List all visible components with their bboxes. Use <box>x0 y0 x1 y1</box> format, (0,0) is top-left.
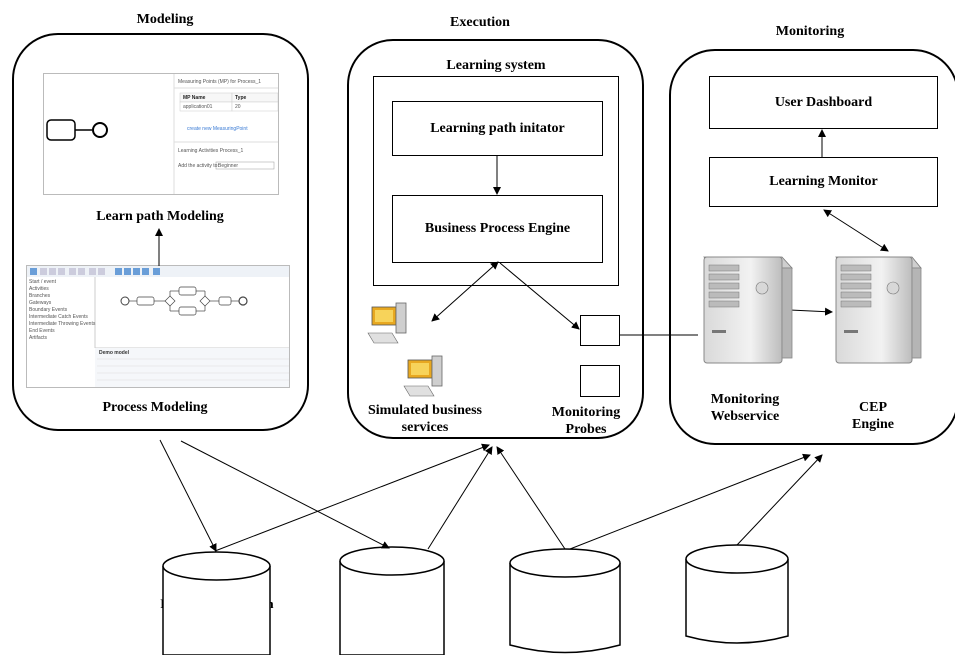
palette-list: Start / event Activities Branches Gatewa… <box>29 279 96 342</box>
monitoring-probe-1 <box>580 315 620 346</box>
palette-item[interactable]: Activities <box>29 286 49 292</box>
palette-item[interactable]: Gateways <box>29 300 52 306</box>
arrow-data-warehouse-to-monitoring <box>736 454 823 546</box>
section-title-monitoring: Monitoring <box>775 24 845 39</box>
palette-item[interactable]: Intermediate Throwing Events <box>29 321 96 327</box>
arrow-modeling-to-process-models <box>159 439 217 552</box>
user-dashboard: User Dashboard <box>709 76 938 129</box>
bpmn-snippet <box>46 74 278 194</box>
palette-item[interactable]: Start / event <box>29 279 56 285</box>
learn-path-modeling-label: Learn path Modeling <box>96 209 224 224</box>
section-title-modeling: Modeling <box>136 12 194 27</box>
db-data-warehouse-label: Data Warehouse <box>690 590 782 605</box>
learning-system-title: Learning system <box>446 58 546 73</box>
add-activity-label: Add the activity to: <box>178 163 219 169</box>
arrow-process-models-to-execution <box>214 443 490 552</box>
process-modeling-screenshot: Demo model Start / event Activities Bran… <box>26 265 290 388</box>
palette-item[interactable]: Artifacts <box>29 335 48 341</box>
mp-panel-title: Measuring Points (MP) for Process_1 <box>178 79 262 85</box>
create-measuring-point-link[interactable]: create new MeasuringPoint <box>187 126 248 132</box>
db-user-profiles-label: User Profiles <box>529 597 601 612</box>
business-process-engine: Business Process Engine <box>392 195 603 263</box>
simulated-services-label: Simulated business services <box>368 403 482 435</box>
props-title: Demo model <box>99 350 130 356</box>
palette-item[interactable]: Boundary Events <box>29 307 68 313</box>
db-process-models-label: Process Models with monitor <box>160 596 274 627</box>
monitoring-probes-label: Monitoring Probes <box>551 405 621 437</box>
palette-item[interactable]: Branches <box>29 293 51 299</box>
section-title-execution: Execution <box>450 15 510 30</box>
monitoring-probe-2 <box>580 365 620 397</box>
learn-path-screenshot: Measuring Points (MP) for Process_1 MP N… <box>43 73 279 195</box>
db-learning-path-label: Learning Path specifications <box>354 592 436 623</box>
cep-engine-label: CEP Engine <box>851 400 894 432</box>
monitoring-webservice-label: Monitoring Webservice <box>710 392 780 424</box>
mp-col-type: Type <box>235 95 247 101</box>
arrow-user-profiles-to-execution <box>496 446 566 550</box>
learning-path-initiator: Learning path initator <box>392 101 603 156</box>
process-modeling-label: Process Modeling <box>102 400 208 415</box>
activities-title: Learning Activities Process_1 <box>178 148 244 154</box>
learning-monitor: Learning Monitor <box>709 157 938 207</box>
palette-item[interactable]: Intermediate Catch Events <box>29 314 88 320</box>
arrow-user-profiles-to-monitoring <box>569 453 811 550</box>
mp-col-name: MP Name <box>183 95 206 101</box>
activity-select[interactable]: Beginner <box>218 163 239 169</box>
palette-item[interactable]: End Events <box>29 328 55 334</box>
process-editor-canvas <box>27 266 289 387</box>
arrow-learning-path-to-execution <box>427 446 493 550</box>
mp-row-name: application01 <box>183 104 213 110</box>
mp-row-type: 20 <box>235 104 241 110</box>
arrow-modeling-to-learning-path <box>180 440 390 549</box>
